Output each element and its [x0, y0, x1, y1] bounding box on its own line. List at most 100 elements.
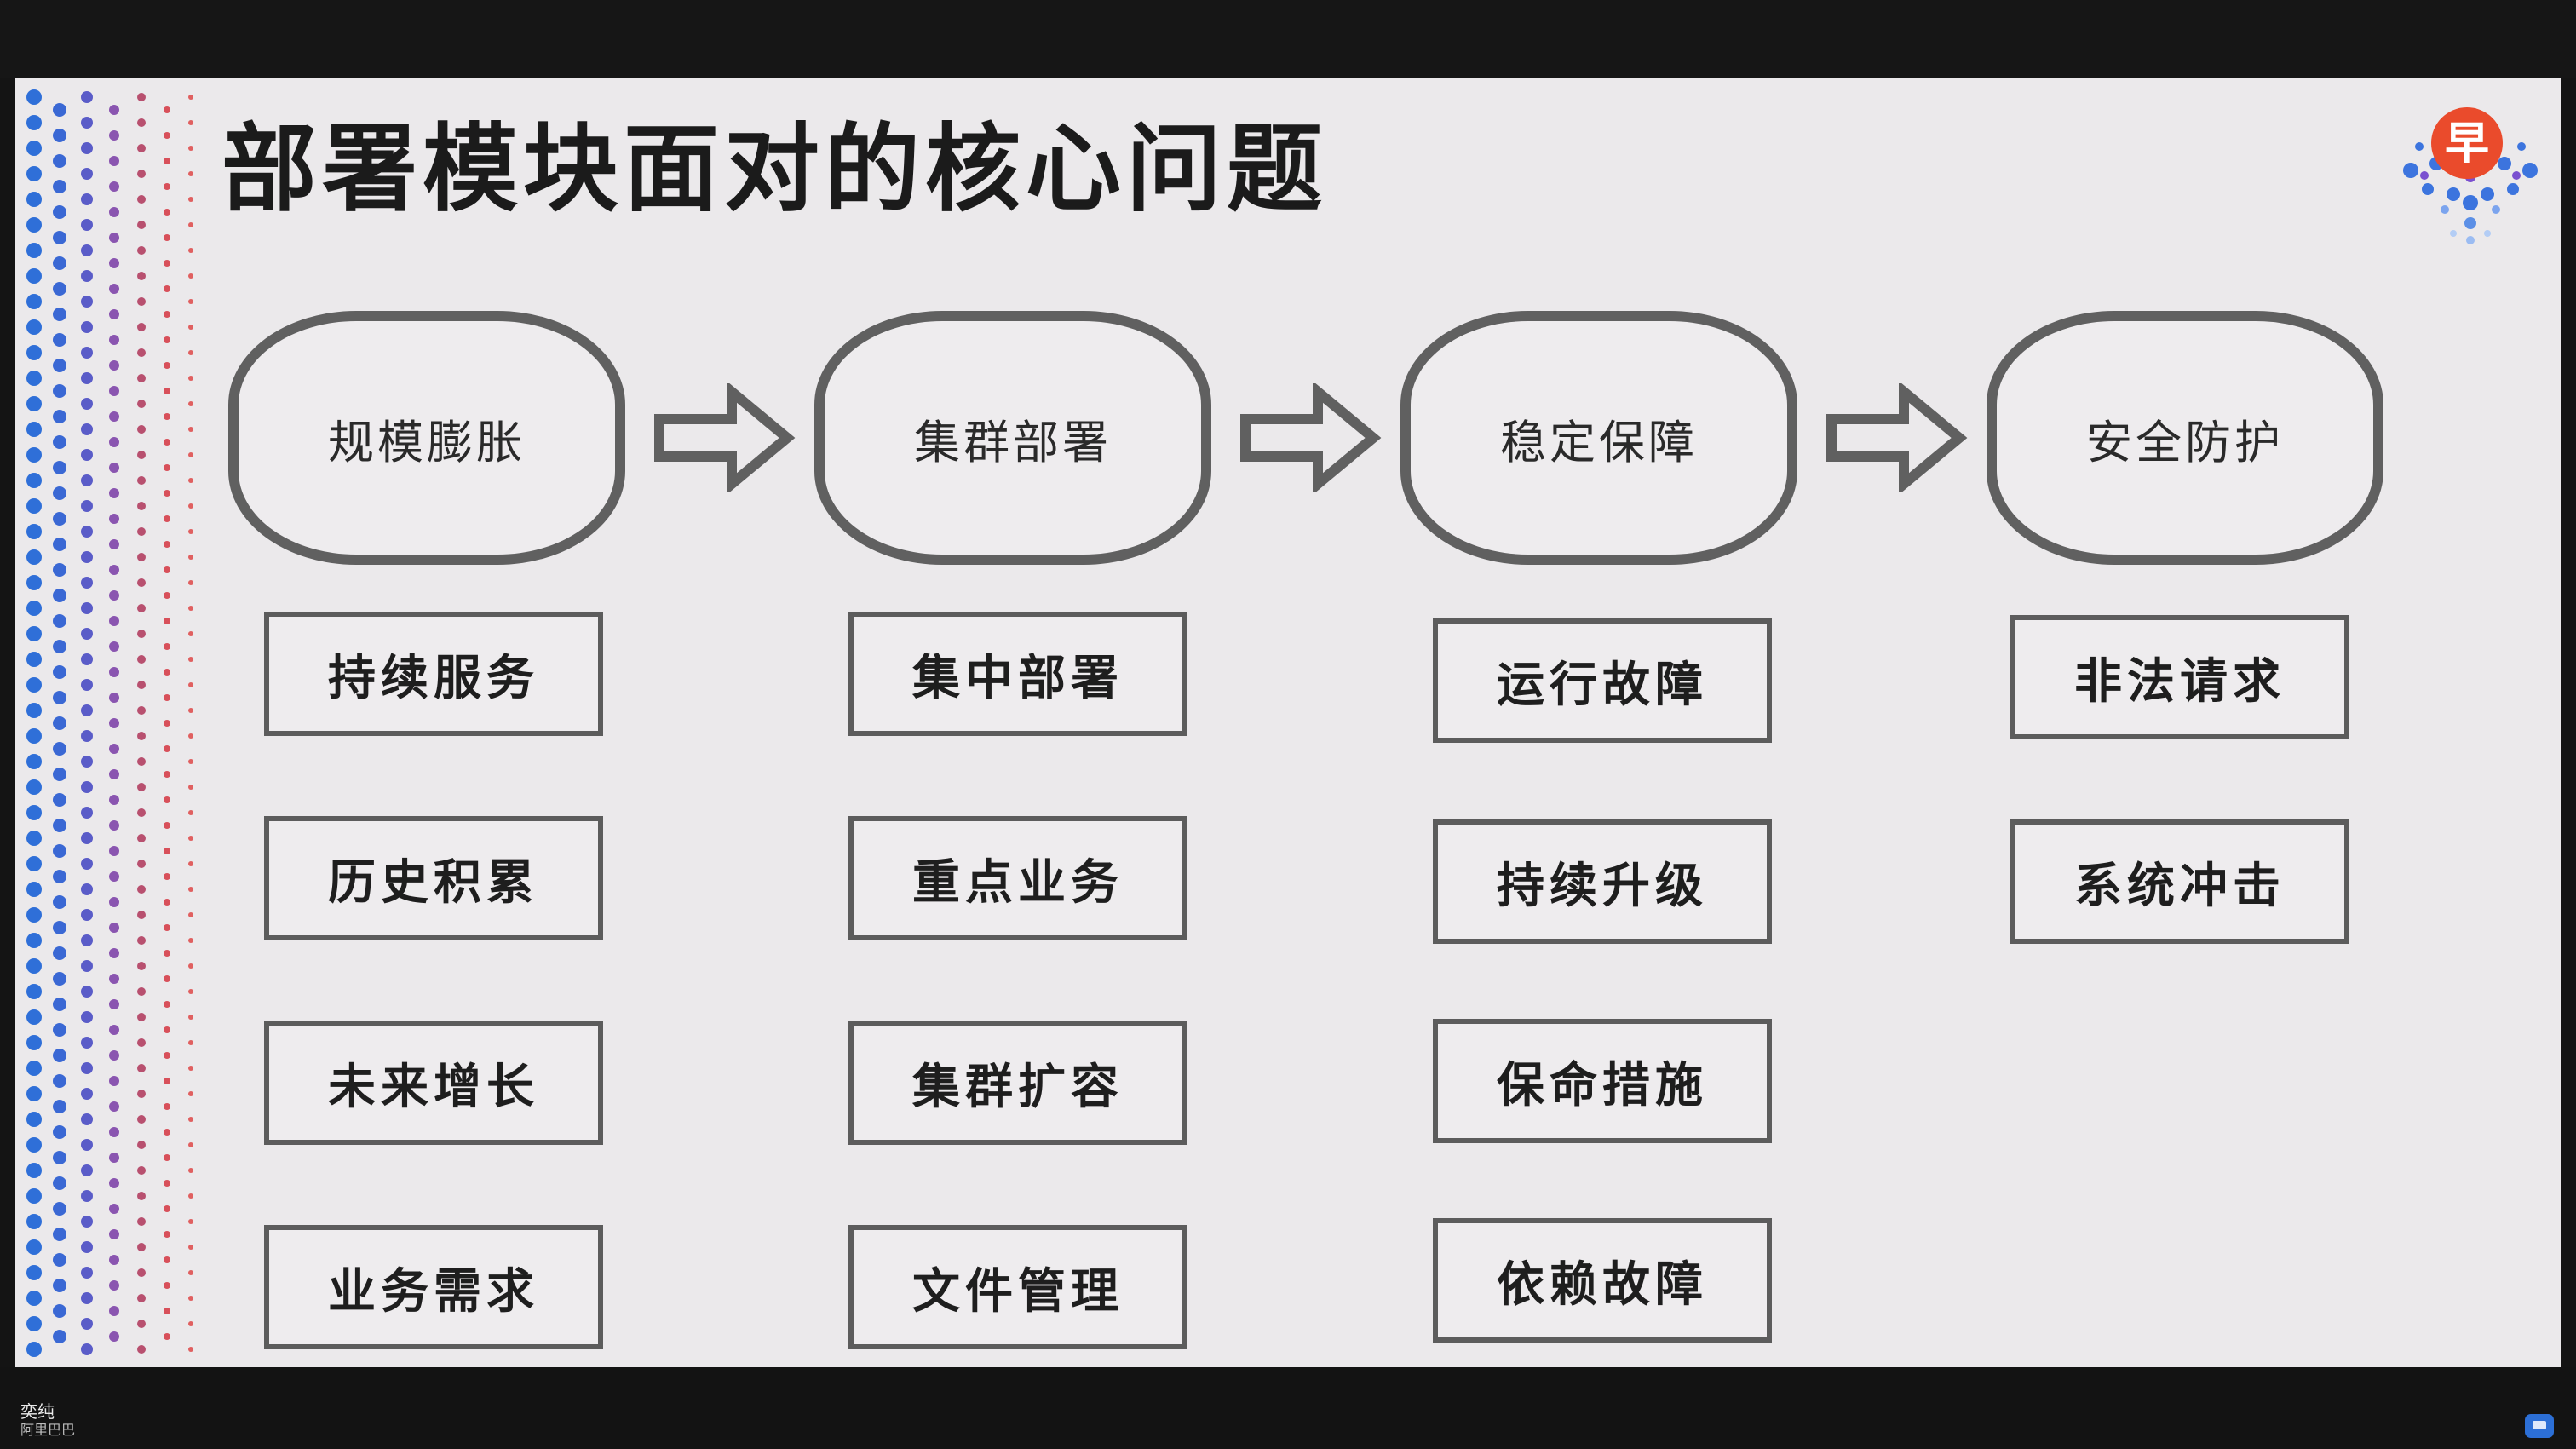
- decorative-dot: [81, 832, 93, 844]
- decorative-dot: [188, 452, 193, 457]
- decorative-dot: [188, 1193, 193, 1199]
- decorative-dot: [137, 553, 146, 561]
- decorative-dot: [188, 963, 193, 969]
- decorative-dot: [109, 667, 119, 677]
- decorative-dot: [188, 478, 193, 483]
- decorative-dot: [53, 946, 66, 960]
- item-box: 重点业务: [848, 816, 1187, 940]
- decorative-dot: [53, 410, 66, 423]
- decorative-dot: [137, 425, 146, 434]
- decorative-dot: [188, 120, 193, 125]
- presenter-org: 阿里巴巴: [20, 1422, 76, 1438]
- decorative-dot: [109, 616, 119, 626]
- decorative-dot: [137, 757, 146, 766]
- decorative-dot: [164, 388, 170, 394]
- decorative-dot: [81, 704, 93, 716]
- decorative-dot: [81, 1241, 93, 1253]
- decorative-dot: [137, 1064, 146, 1072]
- decorative-dot: [53, 691, 66, 704]
- decorative-dot: [164, 796, 170, 803]
- decorative-dot: [109, 1076, 119, 1086]
- decorative-dot: [137, 348, 146, 357]
- decorative-dot: [188, 887, 193, 892]
- decorative-dot: [164, 1026, 170, 1033]
- decorative-dot: [53, 614, 66, 628]
- right-arrow-icon: [1240, 383, 1382, 492]
- item-box: 运行故障: [1433, 618, 1772, 743]
- decorative-dot: [137, 272, 146, 280]
- decorative-dot: [137, 911, 146, 919]
- decorative-dot: [81, 909, 93, 921]
- decorative-dot: [53, 256, 66, 270]
- decorative-dot: [164, 260, 170, 267]
- chat-icon[interactable]: [2525, 1414, 2554, 1438]
- decorative-dot: [26, 626, 42, 641]
- decorative-dot: [137, 476, 146, 485]
- decorative-dot: [188, 810, 193, 815]
- decorative-dot: [53, 512, 66, 526]
- decorative-dot: [164, 209, 170, 216]
- decorative-dot: [164, 439, 170, 446]
- decorative-dot: [81, 193, 93, 205]
- decorative-dot: [53, 563, 66, 577]
- decorative-dot: [109, 156, 119, 166]
- decorative-dot: [81, 423, 93, 435]
- decorative-dot: [137, 400, 146, 408]
- decorative-dot: [26, 1265, 42, 1280]
- decorative-dot: [109, 974, 119, 984]
- decorative-dot: [109, 641, 119, 652]
- decorative-dot: [188, 1270, 193, 1275]
- decorative-dot: [53, 333, 66, 347]
- decorative-dot: [53, 640, 66, 653]
- decorative-dot: [164, 566, 170, 573]
- decorative-dot: [81, 807, 93, 819]
- decorative-dot: [164, 848, 170, 854]
- decorative-dot: [137, 1013, 146, 1021]
- decorative-dot: [81, 117, 93, 129]
- decorative-dot: [53, 1151, 66, 1164]
- decorative-dot: [188, 1117, 193, 1122]
- decorative-dot: [53, 384, 66, 398]
- decorative-dot: [109, 258, 119, 268]
- stage-stability-assurance: 稳定保障: [1400, 311, 1797, 565]
- decorative-dot: [188, 631, 193, 636]
- decorative-dot: [164, 592, 170, 599]
- decorative-dot: [164, 720, 170, 727]
- decorative-dot: [188, 273, 193, 279]
- decorative-dot: [188, 912, 193, 917]
- decorative-dot: [109, 411, 119, 422]
- decorative-dot: [109, 693, 119, 703]
- decorative-dot: [53, 1228, 66, 1241]
- decorative-dot: [53, 1279, 66, 1292]
- decorative-dot: [26, 498, 42, 514]
- decorative-dot: [164, 515, 170, 522]
- decorative-dot: [81, 781, 93, 793]
- decorative-dot: [109, 795, 119, 805]
- decorative-dot: [109, 1178, 119, 1188]
- decorative-dot: [188, 1040, 193, 1045]
- decorative-dot: [109, 871, 119, 882]
- decorative-dot: [188, 1321, 193, 1326]
- decorative-dot: [26, 192, 42, 207]
- presenter-name: 奕纯: [20, 1401, 55, 1422]
- decorative-dot: [109, 1280, 119, 1291]
- decorative-dot: [188, 248, 193, 253]
- decorative-dot: [81, 449, 93, 461]
- right-arrow-icon: [1826, 383, 1968, 492]
- decorative-dot: [164, 158, 170, 164]
- decorative-dot: [188, 989, 193, 994]
- decorative-dot: [53, 1023, 66, 1037]
- decorative-dot: [164, 362, 170, 369]
- decorative-dot: [81, 1011, 93, 1023]
- decorative-dot: [164, 1256, 170, 1263]
- decorative-dot: [137, 885, 146, 894]
- decorative-dot: [109, 488, 119, 498]
- decorative-dot: [137, 962, 146, 970]
- decorative-dot: [26, 319, 42, 335]
- decorative-dot: [137, 1141, 146, 1149]
- decorative-dot: [81, 679, 93, 691]
- decorative-dot: [26, 933, 42, 948]
- decorative-dot: [109, 1331, 119, 1342]
- decorative-dot: [26, 396, 42, 411]
- decorative-dot: [53, 768, 66, 781]
